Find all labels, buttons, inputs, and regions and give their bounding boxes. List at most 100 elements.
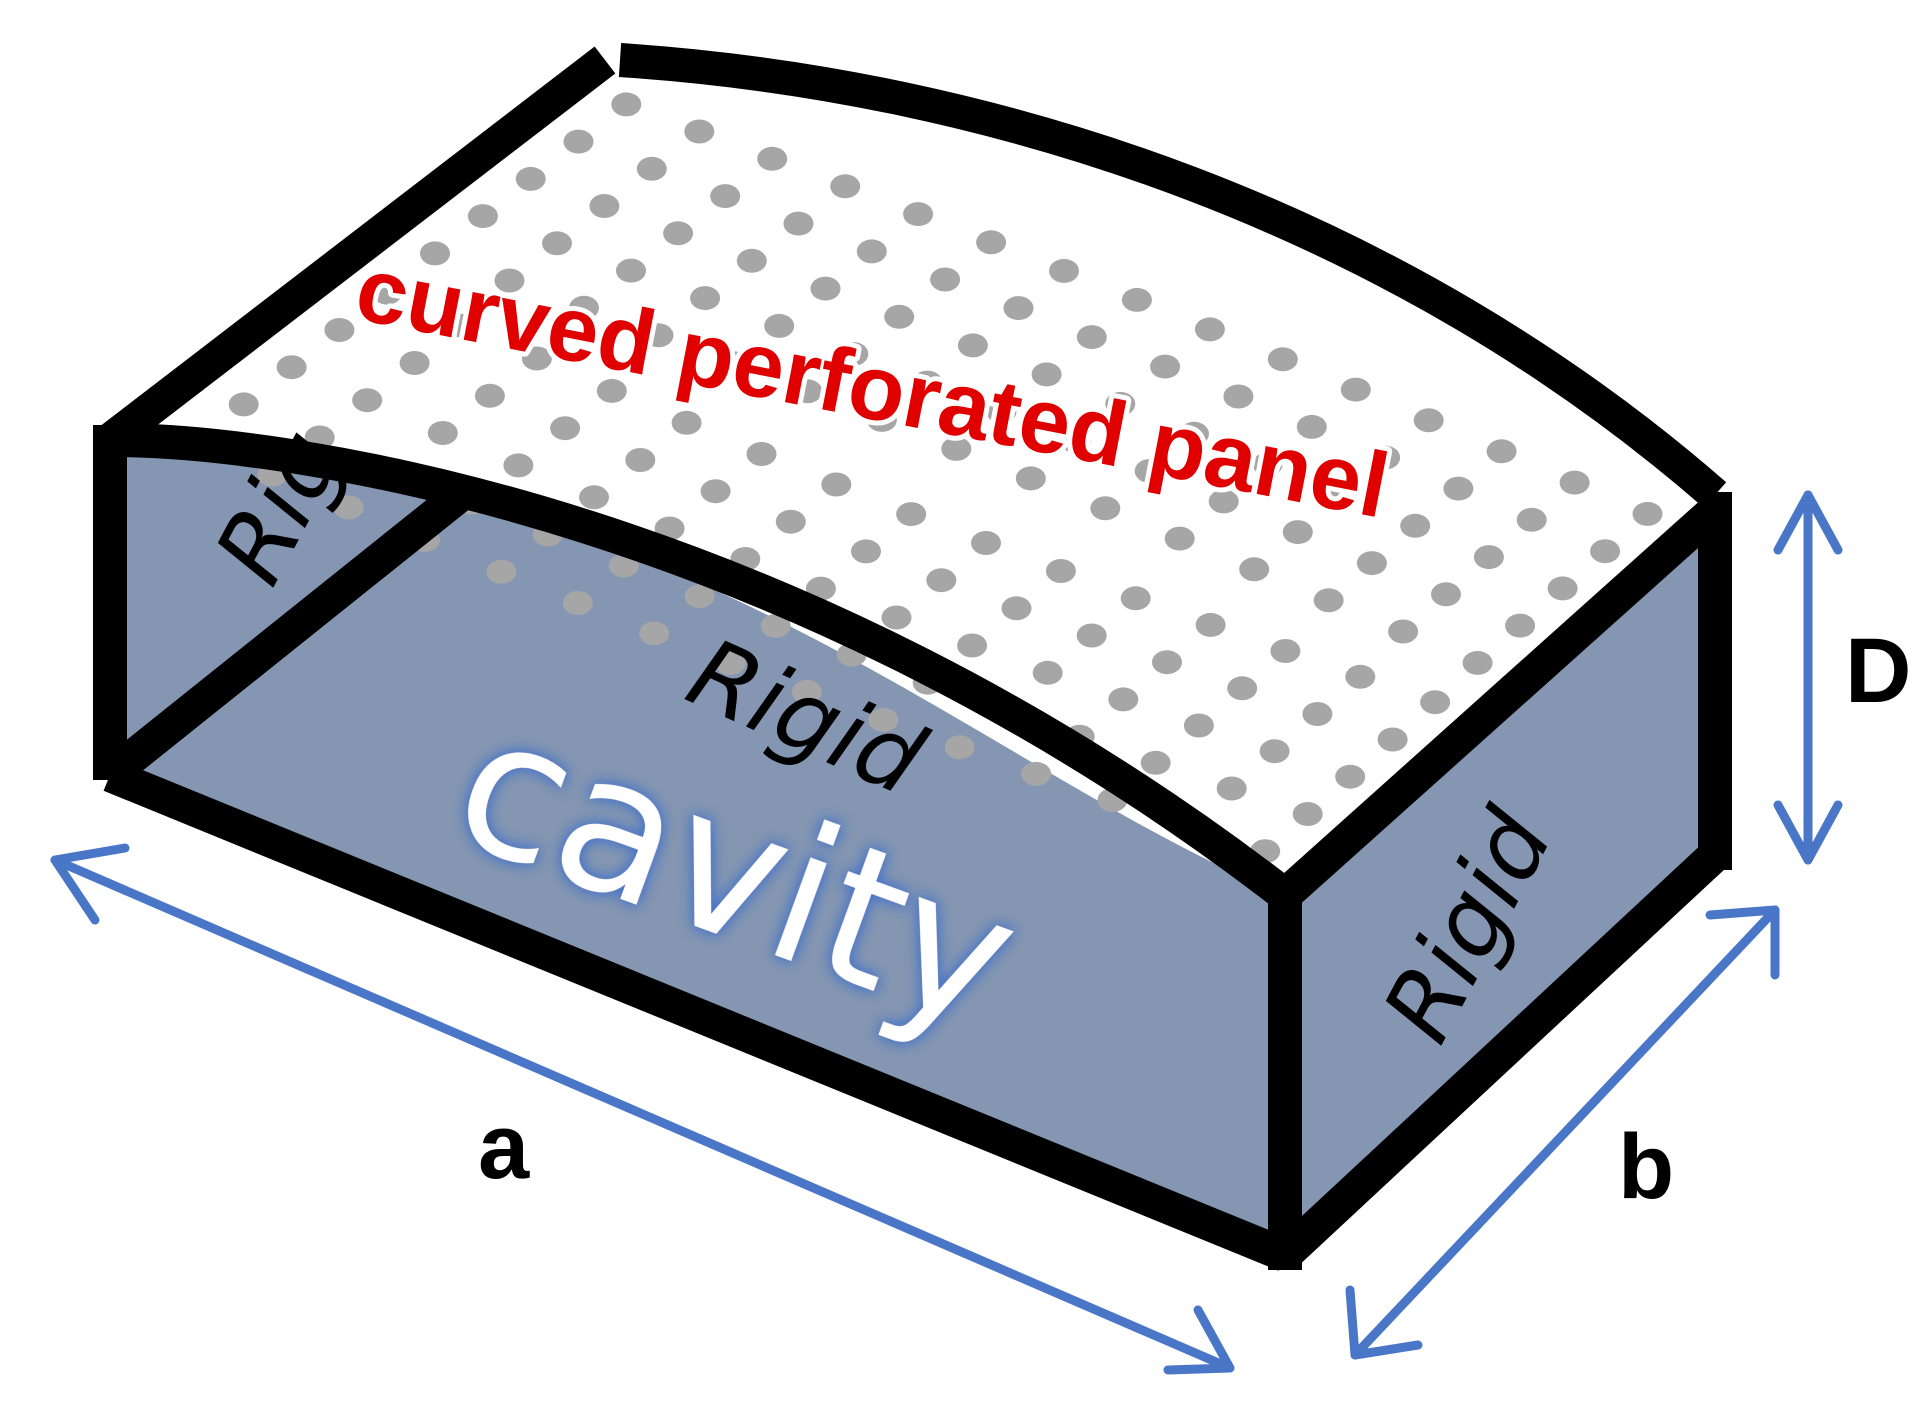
perforation-hole <box>868 708 899 732</box>
perforation-hole <box>399 351 430 375</box>
perforation-hole <box>760 613 791 638</box>
front-curved-edge <box>109 423 1296 909</box>
top-curved-edge <box>618 43 1727 508</box>
arrow-a <box>50 843 1235 1375</box>
perforation-hole <box>1313 588 1344 613</box>
perforation-hole <box>1413 408 1444 433</box>
perforation-hole <box>625 448 656 472</box>
perforation-hole <box>569 295 599 320</box>
perforation-hole <box>486 559 517 584</box>
perforation-hole <box>764 313 795 338</box>
perforation-hole <box>710 184 741 209</box>
perforation-hole <box>515 166 546 191</box>
perforation-hole <box>684 584 715 609</box>
right-bottom-edge <box>1273 842 1727 1268</box>
perforation-hole <box>1345 664 1376 689</box>
perforation-hole <box>1150 354 1181 379</box>
perforation-hole <box>1420 690 1451 715</box>
perforation-hole <box>1076 623 1107 648</box>
perforation-hole <box>1208 489 1239 514</box>
perforation-hole <box>579 485 609 510</box>
perforation-hole <box>903 202 934 227</box>
perforation-hole <box>821 472 852 497</box>
perforation-hole <box>700 479 731 504</box>
perforation-hole <box>792 379 823 404</box>
perforation-hole <box>1340 377 1371 402</box>
perforation-hole <box>690 286 721 311</box>
perforation-hole <box>838 342 869 366</box>
perforation-hole <box>1076 325 1107 350</box>
perforation-hole <box>1239 557 1270 582</box>
perforation-hole <box>324 318 355 342</box>
perforation-hole <box>1259 739 1290 764</box>
perforation-hole <box>810 276 841 301</box>
perforation-hole <box>333 495 364 520</box>
perforation-hole <box>372 280 403 305</box>
cavity-floor-face <box>110 500 1285 1255</box>
perforation-hole <box>1252 452 1283 477</box>
perforation-hole <box>1120 586 1151 611</box>
perforation-hole <box>1296 414 1327 439</box>
box-edges <box>93 43 1732 1271</box>
perforation-hole <box>1001 596 1032 621</box>
perforation-hole <box>1370 445 1401 470</box>
perforation-hole <box>1486 439 1517 464</box>
perforation-hole <box>1590 539 1621 564</box>
perforation-hole <box>639 621 670 646</box>
perforation-hole <box>1134 459 1165 483</box>
perforation-hole <box>596 378 627 403</box>
perforation-hole <box>671 410 702 435</box>
perforation-hole <box>1356 551 1387 576</box>
perforation-hole <box>1108 687 1139 712</box>
perforation-hole <box>1516 507 1547 532</box>
perforation-hole <box>1045 559 1076 583</box>
perforation-hole <box>715 651 746 676</box>
perforation-hole <box>783 211 814 236</box>
perforation-hole <box>941 436 972 461</box>
perforation-hole <box>521 346 552 371</box>
perforation-hole <box>884 304 915 329</box>
perforation-hole <box>474 383 505 408</box>
perforation-hole <box>611 92 642 117</box>
perforation-hole <box>717 351 748 376</box>
perforation-hole <box>866 407 897 432</box>
bottom-front-edge <box>103 759 1292 1271</box>
perforation-hole <box>1194 317 1225 342</box>
perforation-hole <box>562 591 593 615</box>
perforation-hole <box>643 323 674 348</box>
perforation-hole <box>912 370 943 395</box>
perforation-hole <box>944 735 975 760</box>
perforation-hole <box>746 442 777 466</box>
perforation-hole <box>1152 650 1182 675</box>
right-wall-face <box>1285 510 1715 1255</box>
perforation-hole <box>971 531 1001 555</box>
perforation-hole <box>503 453 534 478</box>
perforation-hole <box>1164 526 1195 551</box>
perforation-hole <box>1388 619 1419 644</box>
perforation-hole <box>563 129 594 154</box>
perforation-hole <box>228 392 259 417</box>
perforation-hole <box>1216 776 1247 801</box>
perforation-hole <box>1223 384 1254 409</box>
perforation-hole <box>1015 466 1046 491</box>
perforation-hole <box>736 248 767 273</box>
perforation-hole <box>1105 391 1136 416</box>
perforation-hole <box>1049 258 1079 283</box>
perforation-hole <box>589 194 620 218</box>
perforation-hole <box>1121 287 1152 312</box>
dimension-arrows <box>50 490 1843 1375</box>
perforation-hole <box>957 633 988 658</box>
dimension-a-label: a <box>478 1096 530 1198</box>
perforation-hole <box>542 231 572 256</box>
perforation-hole <box>550 416 581 441</box>
perforation-hole <box>1400 513 1431 538</box>
perforation-hole <box>1443 476 1474 501</box>
perforation-hole <box>276 355 307 380</box>
perforation-hole <box>775 509 806 534</box>
perforation-hole <box>1473 545 1504 570</box>
perforation-hole <box>1547 576 1578 601</box>
perforation-hole <box>427 421 458 445</box>
perforation-hole <box>791 679 822 704</box>
perforation-hole <box>352 388 383 413</box>
perforation-hole <box>1431 582 1461 607</box>
